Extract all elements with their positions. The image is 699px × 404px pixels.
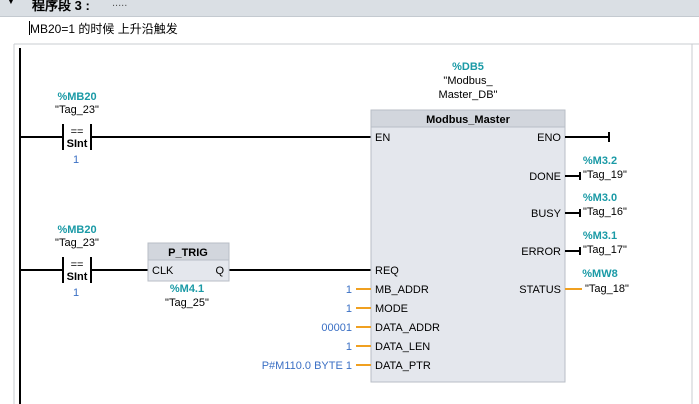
compare-contact-1[interactable]: %MB20 "Tag_23" == SInt 1 xyxy=(55,91,99,166)
collapse-caret-icon[interactable]: ▼ xyxy=(6,0,16,7)
block-title: Modbus_Master xyxy=(426,114,510,126)
instance-db-name-line1[interactable]: "Modbus_ xyxy=(443,75,493,87)
data-len-value[interactable]: 1 xyxy=(346,341,352,353)
data-ptr-value[interactable]: P#M110.0 BYTE 1 xyxy=(262,360,352,372)
p-trig-block[interactable]: P_TRIG CLK Q %M4.1 "Tag_25" xyxy=(147,242,230,309)
pin-status: STATUS xyxy=(519,284,561,296)
network-header[interactable]: ▼ 程序段 3 : ..... xyxy=(0,0,699,17)
contact2-address[interactable]: %MB20 xyxy=(57,224,96,236)
pin-data-len: DATA_LEN xyxy=(375,341,430,353)
network-comment[interactable]: MB20=1 的时候 上升沿触发 xyxy=(30,22,178,36)
pin-done: DONE xyxy=(529,171,561,183)
compare-contact-2[interactable]: %MB20 "Tag_23" == SInt 1 xyxy=(55,224,99,299)
pin-mb-addr: MB_ADDR xyxy=(375,284,429,296)
p-trig-tag[interactable]: "Tag_25" xyxy=(165,297,209,309)
data-addr-value[interactable]: 00001 xyxy=(321,322,352,334)
done-output-wire xyxy=(565,172,581,180)
contact2-value[interactable]: 1 xyxy=(73,287,79,299)
mb-addr-value[interactable]: 1 xyxy=(346,284,352,296)
busy-output-wire xyxy=(565,209,581,217)
error-output-wire xyxy=(565,247,581,255)
pin-busy: BUSY xyxy=(531,208,562,220)
contact2-operator: == xyxy=(71,259,84,271)
pin-error: ERROR xyxy=(521,246,561,258)
network-title: 程序段 3 : xyxy=(32,0,90,13)
pin-eno: ENO xyxy=(537,132,561,144)
eno-output-wire xyxy=(565,132,610,142)
p-trig-clk-pin: CLK xyxy=(152,265,174,277)
contact1-value[interactable]: 1 xyxy=(73,154,79,166)
contact1-operator: == xyxy=(71,126,84,138)
modbus-master-block[interactable]: Modbus_Master EN REQ MB_ADDR MODE DATA_A… xyxy=(370,109,566,383)
contact2-tag[interactable]: "Tag_23" xyxy=(55,237,99,249)
mode-value[interactable]: 1 xyxy=(346,303,352,315)
contact1-tag[interactable]: "Tag_23" xyxy=(55,104,99,116)
status-tag[interactable]: "Tag_18" xyxy=(585,283,629,295)
error-tag[interactable]: "Tag_17" xyxy=(583,244,627,256)
text-cursor xyxy=(29,21,30,35)
pin-data-addr: DATA_ADDR xyxy=(375,322,440,334)
contact1-type[interactable]: SInt xyxy=(67,138,88,150)
done-tag[interactable]: "Tag_19" xyxy=(583,169,627,181)
contact1-address[interactable]: %MB20 xyxy=(57,91,96,103)
pin-en: EN xyxy=(375,132,390,144)
status-address[interactable]: %MW8 xyxy=(582,268,617,280)
p-trig-address[interactable]: %M4.1 xyxy=(170,283,204,295)
busy-address[interactable]: %M3.0 xyxy=(583,192,617,204)
done-address[interactable]: %M3.2 xyxy=(583,155,617,167)
contact2-type[interactable]: SInt xyxy=(67,271,88,283)
instance-db-address[interactable]: %DB5 xyxy=(452,61,484,73)
pin-req: REQ xyxy=(375,265,399,277)
pin-mode: MODE xyxy=(375,303,408,315)
p-trig-q-pin: Q xyxy=(215,265,224,277)
busy-tag[interactable]: "Tag_16" xyxy=(583,206,627,218)
instance-db-name-line2[interactable]: Master_DB" xyxy=(439,89,498,101)
pin-data-ptr: DATA_PTR xyxy=(375,360,431,372)
network-title-placeholder[interactable]: ..... xyxy=(112,0,128,9)
p-trig-title: P_TRIG xyxy=(168,247,208,259)
input-param-wires xyxy=(356,288,371,366)
error-address[interactable]: %M3.1 xyxy=(583,230,617,242)
